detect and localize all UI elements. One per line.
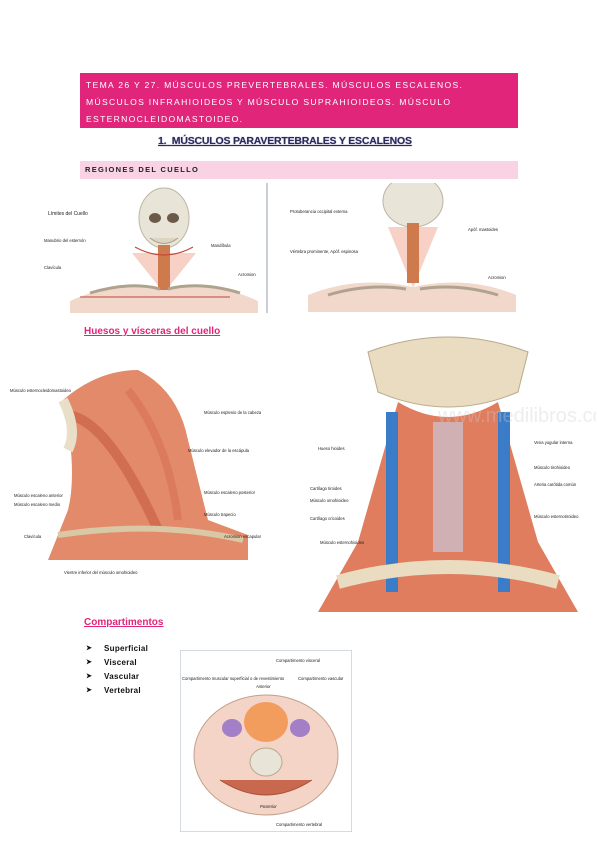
compartimentos-heading: Compartimentos <box>84 617 164 628</box>
fig3-label-omohioideo: Vientre inferior del músculo omohioideo <box>64 570 138 575</box>
figure-neck-anterior: www.medilibros.com Hueso hioides Cartíla… <box>298 312 596 618</box>
fig3-label-escaleno-post: Músculo escaleno posterior <box>204 490 256 495</box>
arrow-bullet-icon: ➤ <box>86 673 93 680</box>
fig5-label-anterior: Anterior <box>255 684 271 689</box>
fig3-label-esplenio: Músculo esplenio de la cabeza <box>204 410 262 415</box>
list-item-label: Vascular <box>104 671 140 681</box>
section-title: 1. MÚSCULOS PARAVERTEBRALES Y ESCALENOS <box>158 135 412 147</box>
fig4-label-cricoides: Cartílago cricoides <box>310 516 345 521</box>
fig5-label-vascular: Compartimento vascular <box>298 676 344 681</box>
arrow-bullet-icon: ➤ <box>86 659 93 666</box>
fig3-label-escaleno-ant: Músculo escaleno anterior <box>14 493 63 498</box>
section-number: 1. <box>158 135 167 147</box>
fig5-label-vertebral: Compartimento vertebral <box>276 822 322 827</box>
regions-bar: REGIONES DEL CUELLO <box>80 161 518 179</box>
fig4-label-hioides: Hueso hioides <box>318 446 345 451</box>
list-item: ➤ Visceral <box>86 655 148 669</box>
list-item: ➤ Vertebral <box>86 683 148 697</box>
fig3-label-ecm: Músculo esternocleidomastoideo <box>10 388 72 393</box>
fig4-label-carotida: Arteria carótida común <box>534 482 577 487</box>
fig2-label-mastoides: Apóf. mastoides <box>468 227 498 232</box>
fig1-label-mandibula: Mandíbula <box>211 243 231 248</box>
fig5-label-muscular: Compartimento muscular superficial o de … <box>182 676 285 681</box>
section-title-text: MÚSCULOS PARAVERTEBRALES Y ESCALENOS <box>171 135 412 147</box>
list-item-label: Visceral <box>104 657 137 667</box>
list-item-label: Superficial <box>104 643 149 653</box>
fig3-label-acromion: Acromion escapular <box>224 534 262 539</box>
fig2-label-protuberancia: Protuberancia occipital externa <box>290 209 348 214</box>
list-item-label: Vertebral <box>104 685 141 695</box>
compartimentos-list: ➤ Superficial ➤ Visceral ➤ Vascular ➤ Verteb… <box>86 641 148 697</box>
list-item: ➤ Superficial <box>86 641 148 655</box>
fig1-caption: Límites del Cuello <box>48 211 88 217</box>
fig1-label-clavicula: Clavícula <box>44 265 62 270</box>
fig2-label-acromion: Acromion <box>488 275 506 280</box>
fig1-label-acromion: Acromion <box>238 272 256 277</box>
watermark-text: www.medilibros.com <box>437 405 596 427</box>
fig4-label-tirohioideo: Músculo tirohioideo <box>534 465 571 470</box>
fig4-label-yugular: Vena yugular interna <box>534 440 573 445</box>
arrow-bullet-icon: ➤ <box>86 687 93 694</box>
topic-title: TEMA 26 Y 27. MÚSCULOS PREVERTEBRALES. M… <box>86 80 464 124</box>
fig4-label-omohioideo: Músculo omohioideo <box>310 498 349 503</box>
fig1-label-manubrio: Manubrio del esternón <box>44 238 86 243</box>
fig3-label-clavicula: Clavícula <box>24 534 42 539</box>
arrow-bullet-icon: ➤ <box>86 645 93 652</box>
fig5-label-visceral: Compartimento visceral <box>276 658 320 663</box>
fig3-label-escaleno-med: Músculo escaleno medio <box>14 502 61 507</box>
fig5-label-posterior: Posterior <box>260 804 277 809</box>
fig4-label-tiroides: Cartílago tiroides <box>310 486 342 491</box>
huesos-heading: Huesos y vísceras del cuello <box>84 326 221 337</box>
fig3-label-elevador: Músculo elevador de la escápula <box>188 448 250 453</box>
figure-neck-lateral: Músculo esternocleidomastoideo Músculo e… <box>8 360 270 582</box>
list-item: ➤ Vascular <box>86 669 148 683</box>
regions-label: REGIONES DEL CUELLO <box>85 165 200 174</box>
fig2-label-vertebra: Vértebra prominente, Apóf. espinosa <box>290 249 359 254</box>
fig3-label-trapecio: Músculo trapecio <box>204 512 236 517</box>
figure-neck-back: Protuberancia occipital externa Apóf. ma… <box>288 183 518 313</box>
topic-banner: TEMA 26 Y 27. MÚSCULOS PREVERTEBRALES. M… <box>80 73 518 128</box>
fig4-label-esternotiroideo: Músculo esternotiroideo <box>534 514 579 519</box>
fig4-label-esternohioideo: Músculo esternohioideo <box>320 540 365 545</box>
figure-neck-section: Compartimento muscular superficial o de … <box>180 650 352 832</box>
figure-neck-front: Límites del Cuello Manubrio del esternón… <box>40 183 268 313</box>
